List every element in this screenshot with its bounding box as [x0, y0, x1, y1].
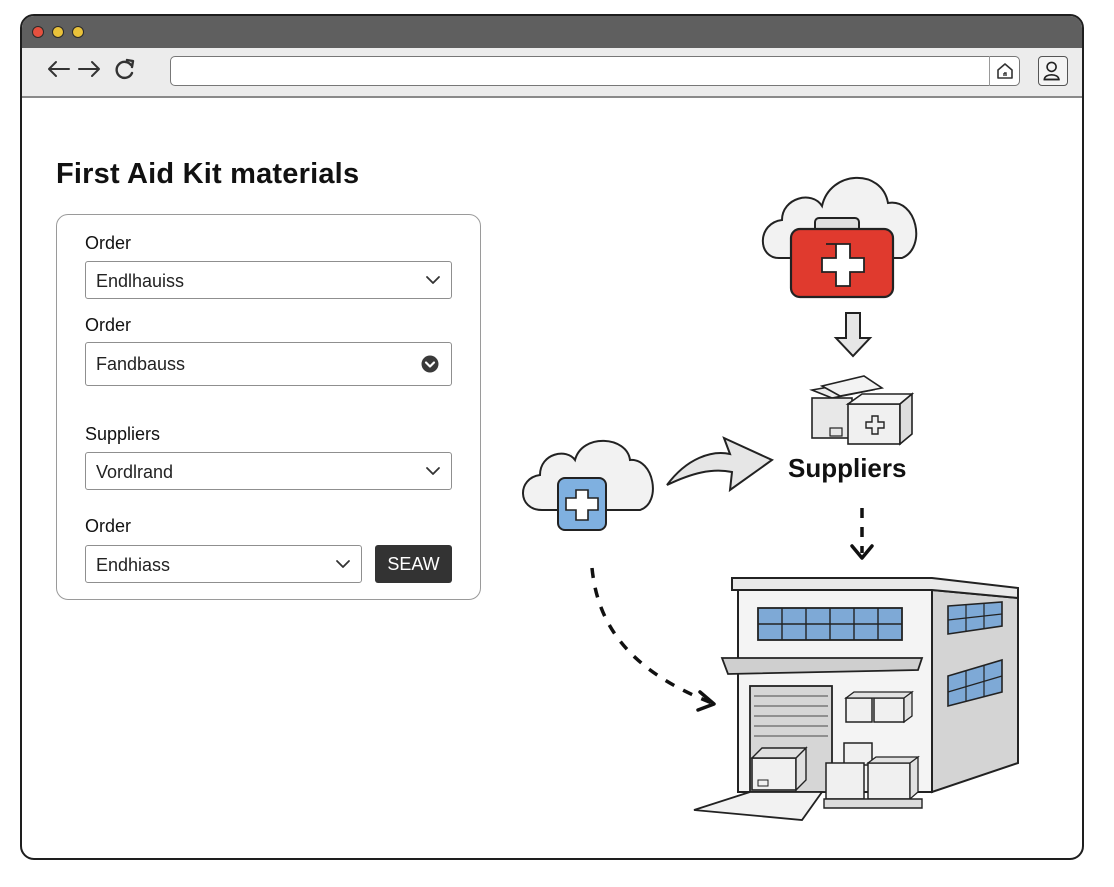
search-button[interactable]: SEAW: [375, 545, 452, 583]
address-bar[interactable]: [170, 56, 1020, 86]
profile-avatar-icon[interactable]: [1038, 56, 1068, 86]
close-window-button[interactable]: [32, 26, 44, 38]
minimize-window-button[interactable]: [52, 26, 64, 38]
order-select-3-value: Endhiass: [96, 555, 171, 575]
order-select-2-value: Fandbauss: [96, 354, 186, 374]
back-arrow-icon[interactable]: [44, 54, 74, 84]
suppliers-illustration-label: Suppliers: [788, 453, 907, 483]
cloud-medical-icon: [522, 439, 654, 531]
suppliers-label: Suppliers: [85, 424, 161, 444]
order-select-3[interactable]: Endhiass: [85, 545, 362, 583]
forward-arrow-icon[interactable]: [74, 54, 104, 84]
order-select-1-value: Endlhauiss: [96, 271, 185, 291]
order-label-2: Order: [85, 315, 132, 335]
suppliers-select-value: Vordlrand: [96, 462, 174, 482]
page-content: First Aid Kit materials Order Endlhauiss…: [22, 98, 1082, 858]
maximize-window-button[interactable]: [72, 26, 84, 38]
order-form-card: Order Endlhauiss Order Fandbauss Supplie…: [56, 214, 481, 600]
order-select-1[interactable]: Endlhauiss: [85, 261, 452, 299]
reload-icon[interactable]: [110, 54, 140, 84]
browser-window: First Aid Kit materials Order Endlhauiss…: [20, 14, 1084, 860]
page-title: First Aid Kit materials: [56, 158, 360, 190]
curved-arrow-icon: [666, 436, 774, 493]
order-label-3: Order: [85, 516, 132, 536]
order-select-2[interactable]: Fandbauss: [85, 342, 452, 386]
circle-chevron-down-icon: [421, 355, 439, 373]
supplier-boxes-icon: [809, 375, 915, 446]
home-icon[interactable]: [989, 56, 1019, 86]
down-arrow-icon: [833, 312, 873, 358]
chevron-down-icon: [426, 276, 440, 284]
order-label-1: Order: [85, 233, 132, 253]
title-bar: [22, 16, 1082, 48]
warehouse-icon: [693, 577, 1019, 821]
chevron-down-icon: [426, 467, 440, 475]
chevron-down-icon: [336, 560, 350, 568]
supply-chain-illustration: [522, 176, 1019, 821]
browser-toolbar: [22, 48, 1082, 98]
cloud-first-aid-icon: [761, 176, 918, 299]
suppliers-select[interactable]: Vordlrand: [85, 452, 452, 490]
dashed-connector-curve: [590, 567, 713, 705]
